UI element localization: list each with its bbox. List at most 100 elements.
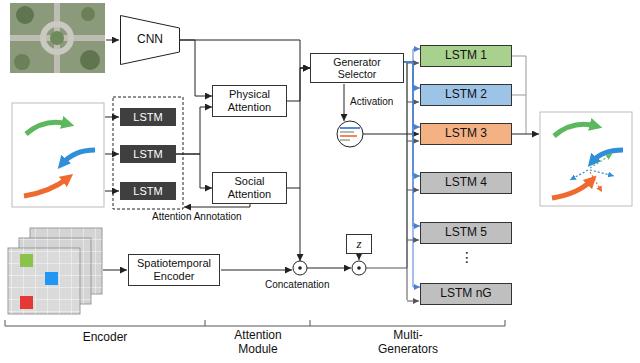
drawing-part	[307, 268, 351, 269]
annotation-label: Activation	[350, 96, 393, 108]
drawing-part	[407, 62, 408, 300]
trapezoid-outline	[121, 16, 180, 65]
connector	[180, 40, 212, 96]
drawing-part	[340, 127, 360, 129]
drawing-part	[366, 62, 407, 268]
connector	[404, 62, 420, 226]
drawing-part	[8, 248, 80, 314]
section-label: Multi-Generators	[368, 329, 448, 357]
drawing-part	[20, 296, 33, 309]
drawing-part	[8, 248, 80, 314]
lstm-generator: LSTM 5	[420, 222, 512, 244]
connector	[176, 107, 212, 154]
drawing-part	[592, 150, 623, 162]
section-label: Encoder	[70, 331, 140, 345]
drawing-part	[12, 103, 104, 207]
grid-stack	[8, 228, 102, 314]
drawing-part	[10, 3, 105, 73]
connector	[404, 62, 420, 287]
ellipsis-mark: ⋮	[460, 249, 472, 265]
attention-box: Physical Attention	[212, 85, 287, 116]
cnn-block: CNN	[120, 15, 180, 65]
drawing-part	[340, 135, 357, 137]
drawing-part	[359, 255, 360, 260]
encoder-box: Spatiotemporal Encoder	[128, 254, 220, 286]
drawing-part	[363, 134, 419, 135]
node-label: LSTM 2	[445, 88, 487, 102]
drawing-part	[62, 150, 95, 164]
connector	[404, 62, 420, 176]
concat-symbol	[352, 261, 366, 275]
node-label: CNN	[137, 33, 163, 47]
node-label: Social Attention	[216, 175, 283, 200]
node-label: LSTM 4	[445, 176, 487, 190]
lstm-generator: LSTM 3	[420, 123, 512, 145]
node-label: Spatiotemporal Encoder	[132, 257, 216, 282]
node-label: LSTM	[133, 111, 162, 124]
drawing-part	[407, 301, 419, 302]
activation-symbol	[337, 121, 363, 147]
annotation-label: Concatenation	[265, 279, 330, 291]
drawing-part	[552, 180, 592, 198]
concat-symbol	[293, 261, 307, 275]
drawing-part	[512, 95, 526, 96]
drawing-part	[590, 170, 614, 176]
drawing-part	[570, 170, 588, 180]
lstm-generator: LSTM 2	[420, 84, 512, 106]
annotation-label: Attention Annotation	[152, 211, 242, 223]
node-label: Physical Attention	[216, 88, 283, 113]
drawing-part	[221, 270, 292, 271]
drawing-part	[106, 40, 119, 41]
section-bracket	[5, 320, 505, 326]
drawing-part	[50, 31, 64, 45]
connector	[287, 68, 310, 101]
section-label: Attention Module	[222, 329, 294, 357]
drawing-part	[357, 266, 361, 270]
drawing-part	[554, 124, 596, 136]
lstm-generator: LSTM 1	[420, 45, 512, 67]
drawing-part	[20, 254, 33, 267]
node-label: LSTM 1	[445, 49, 487, 63]
drawing-part	[16, 6, 34, 24]
drawing-part	[14, 54, 30, 70]
noise-box: z	[346, 234, 372, 255]
encoder-group-outline	[113, 97, 183, 209]
drawing-part	[81, 7, 95, 21]
node-label: LSTM	[133, 148, 162, 161]
prediction-panel	[540, 112, 632, 206]
drawing-part	[337, 121, 363, 147]
drawing-part	[300, 188, 301, 261]
lstm-encoder: LSTM	[120, 182, 176, 201]
drawing-part	[340, 139, 350, 140]
node-label: z	[356, 237, 361, 252]
connector	[180, 40, 310, 68]
drawing-part	[512, 134, 539, 135]
drawing-part	[43, 24, 71, 52]
drawing-part	[184, 204, 250, 207]
connector	[404, 62, 420, 88]
drawing-part	[105, 191, 119, 192]
drawing-part	[512, 56, 526, 134]
attention-box: Social Attention	[212, 172, 287, 203]
drawing-part	[26, 122, 68, 134]
node-label: LSTM nG	[440, 287, 491, 301]
drawing-part	[103, 270, 127, 271]
connector	[287, 68, 310, 188]
connector	[176, 154, 212, 188]
trajectory-panel	[12, 103, 104, 207]
drawing-part	[105, 117, 119, 118]
drawing-part	[80, 50, 100, 70]
drawing-part	[590, 154, 612, 168]
selector-box: Generator Selector	[310, 53, 404, 83]
drawing-part	[298, 266, 302, 270]
drawing-part	[340, 131, 354, 132]
drawing-part	[344, 84, 345, 121]
node-label: LSTM	[133, 185, 162, 198]
drawing-part	[540, 112, 632, 206]
drawing-part	[24, 178, 68, 196]
drawing-part	[45, 272, 58, 285]
lstm-generator: LSTM 4	[420, 172, 512, 194]
aerial-image	[10, 3, 105, 73]
connector	[404, 49, 420, 62]
